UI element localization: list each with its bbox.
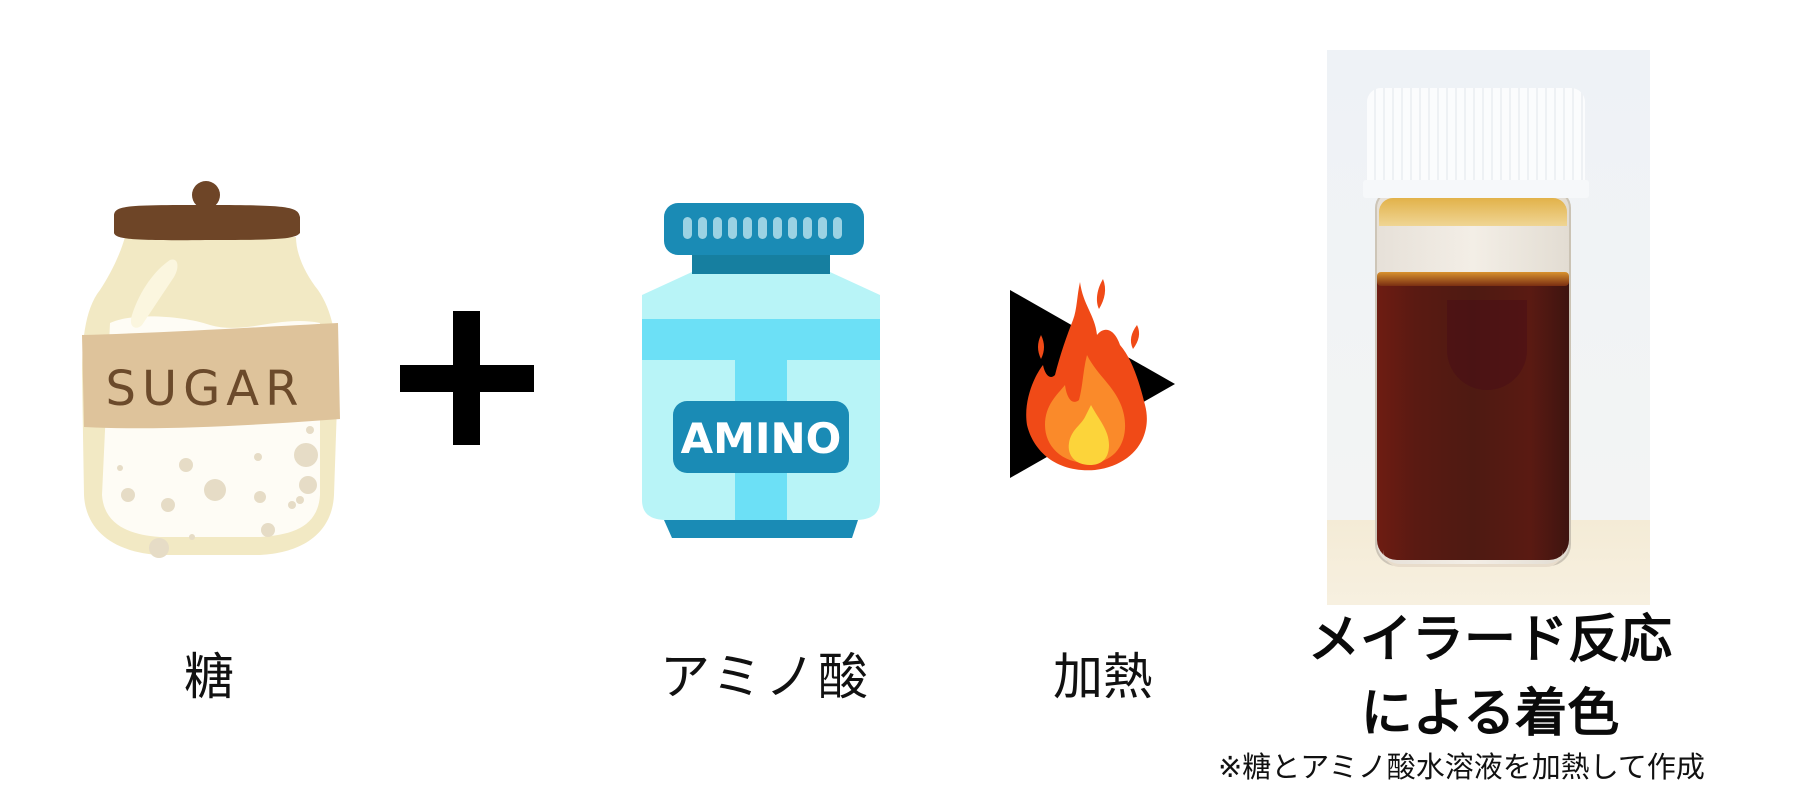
result-title-line1: メイラード反応 — [1307, 610, 1672, 670]
heating-label: 加熱 — [1053, 648, 1153, 706]
maillard-vial-photo — [1327, 50, 1650, 605]
svg-text:AMINO: AMINO — [681, 414, 842, 463]
sugar-label: 糖 — [184, 648, 234, 706]
flame-arrow-icon — [1005, 275, 1185, 485]
plus-icon — [400, 311, 534, 445]
amino-jar-icon: AMINO — [640, 200, 882, 540]
sugar-jar-icon: SUGAR — [70, 175, 350, 565]
result-title-line2: による着色 — [1360, 684, 1620, 744]
amino-acid-label: アミノ酸 — [660, 648, 871, 706]
result-footnote: ※糖とアミノ酸水溶液を加熱して作成 — [1218, 750, 1705, 784]
svg-text:SUGAR: SUGAR — [106, 361, 305, 417]
